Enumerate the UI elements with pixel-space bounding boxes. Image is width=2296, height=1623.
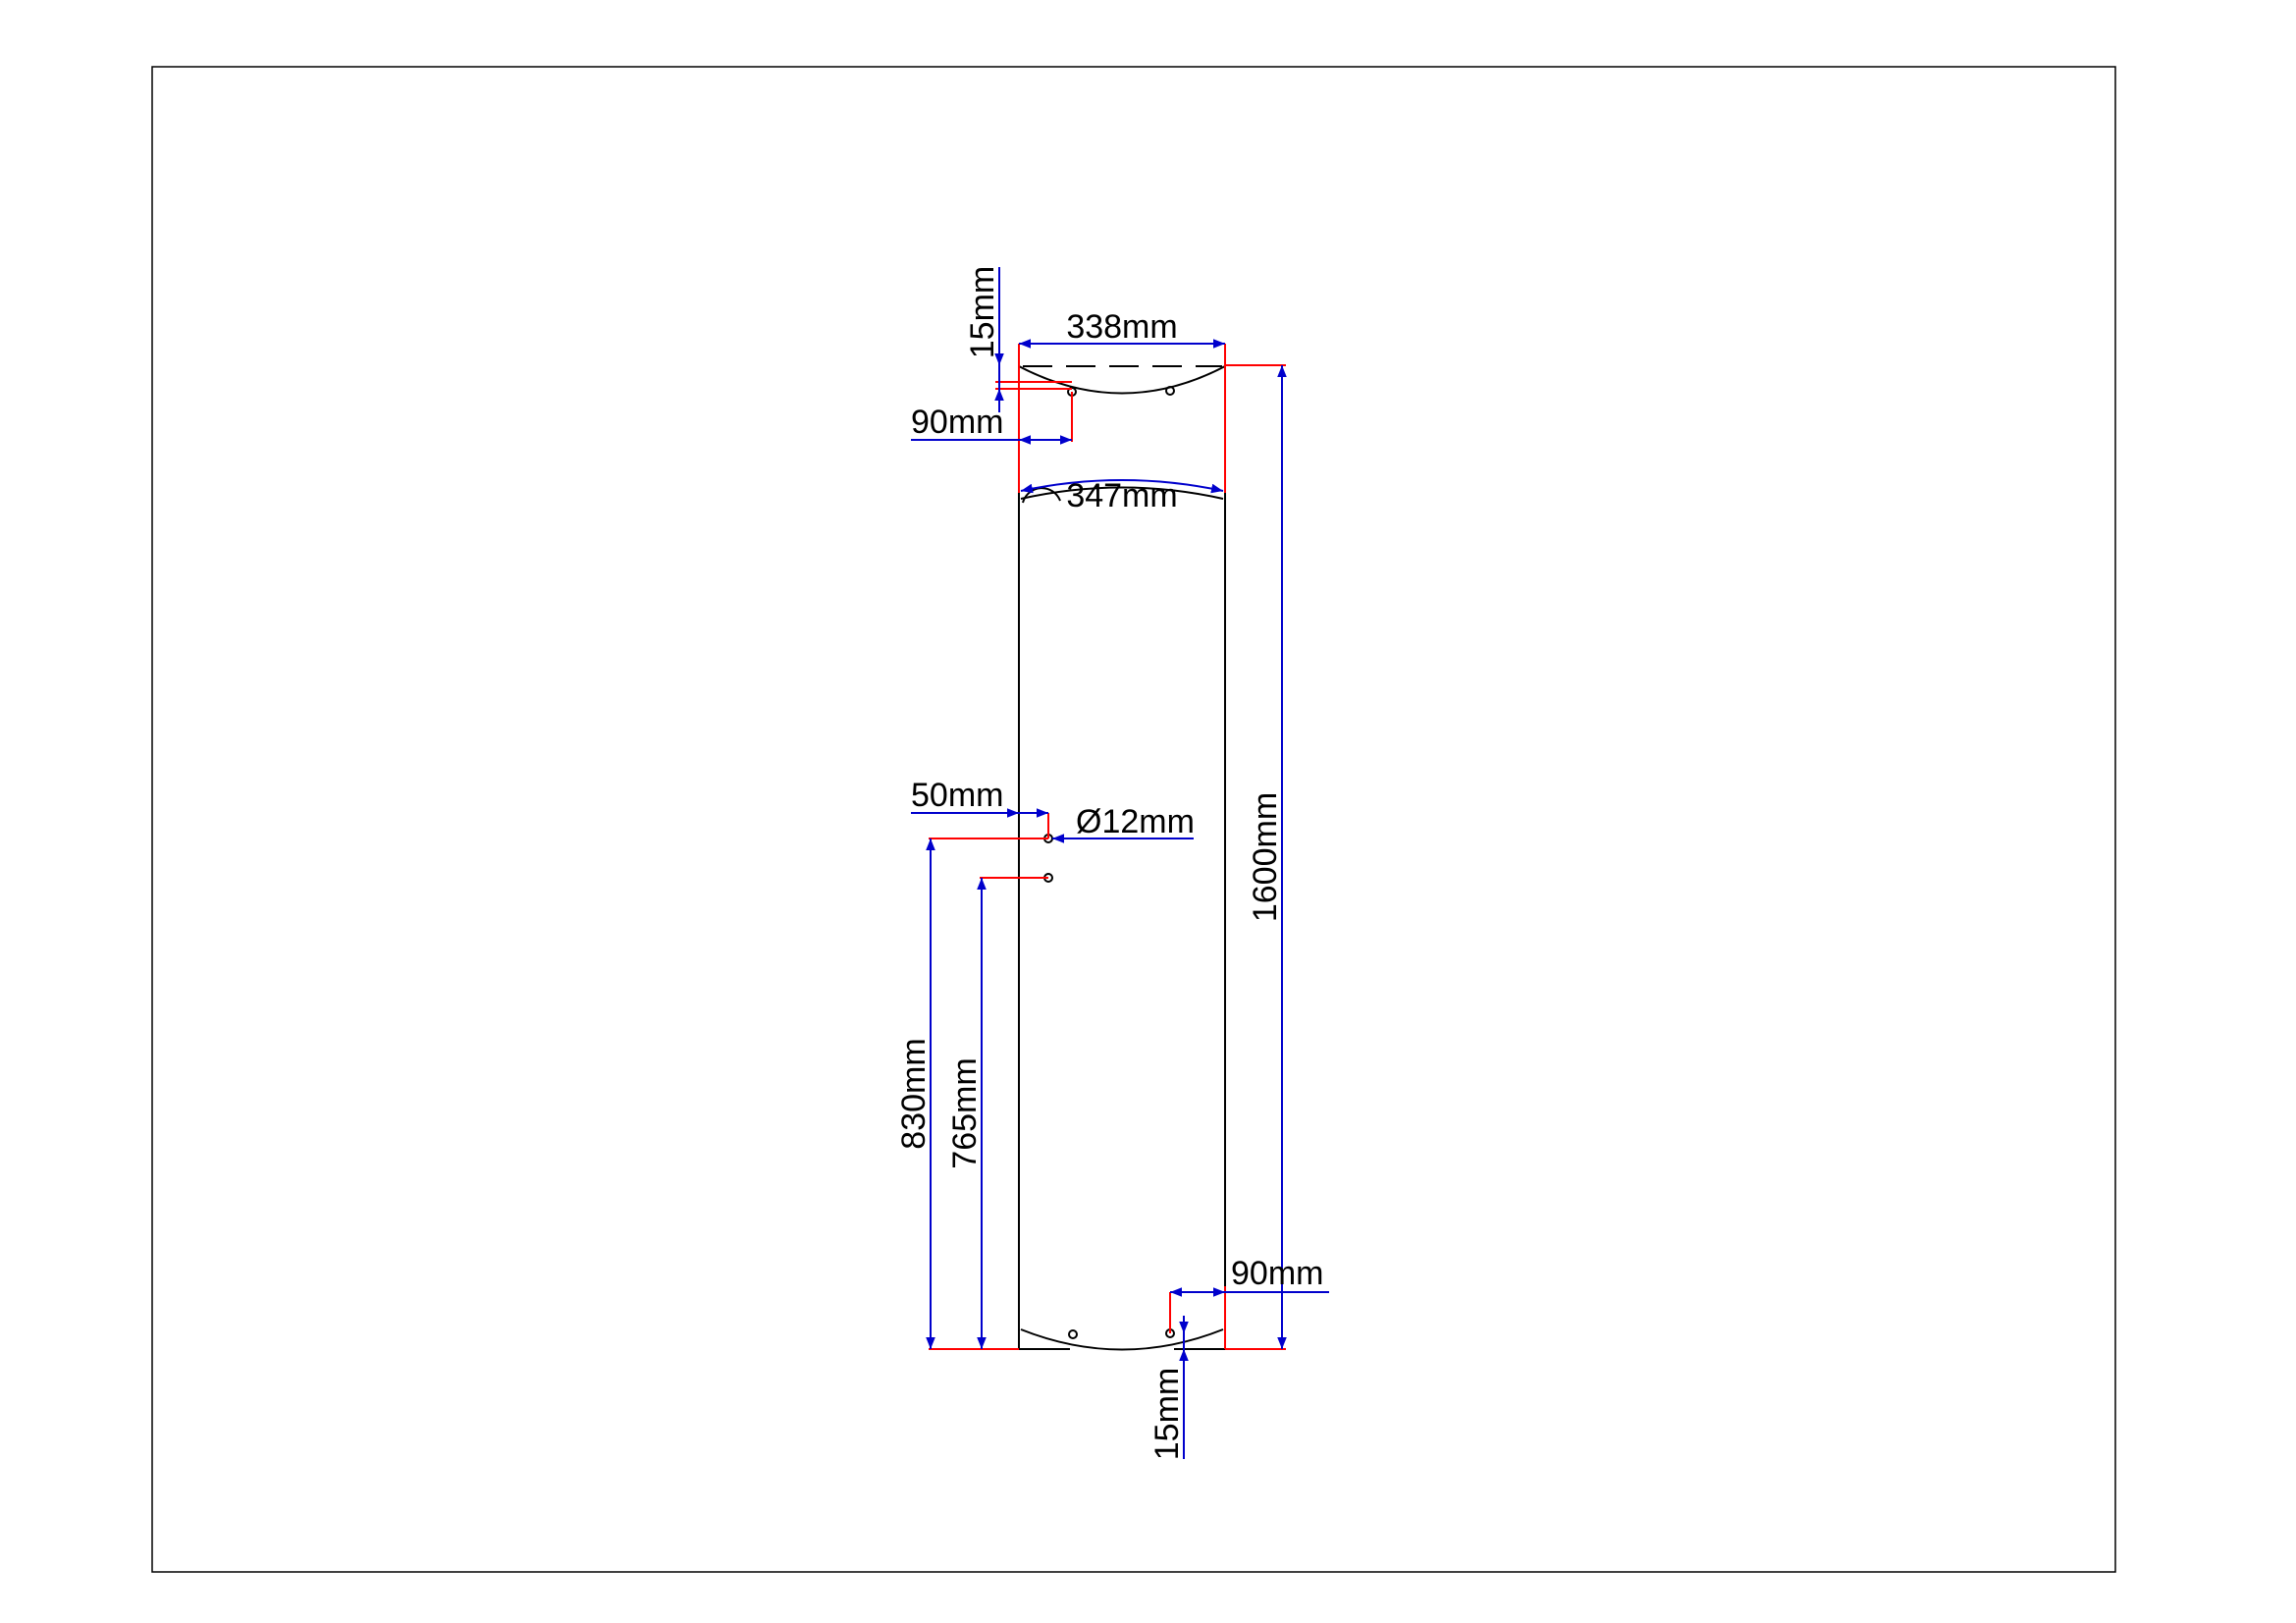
hole-bottom-left bbox=[1068, 1329, 1078, 1339]
label-hole-height-lower: 765mm bbox=[946, 1057, 984, 1168]
dimension-labels: 338mm 347mm 1600mm 15mm 90mm 50mm Ø12mm … bbox=[895, 266, 1323, 1460]
label-arc-length: 347mm bbox=[1066, 477, 1177, 514]
extension-lines bbox=[929, 344, 1286, 1350]
marked-holes bbox=[1043, 387, 1175, 1338]
label-top-horizontal: 90mm bbox=[911, 404, 1003, 441]
bottom-arc bbox=[1020, 1328, 1224, 1351]
top-arc bbox=[1018, 365, 1226, 395]
label-hole-height-upper: 830mm bbox=[895, 1038, 933, 1149]
label-total-height: 1600mm bbox=[1247, 792, 1284, 922]
label-hole-offset: 50mm bbox=[911, 777, 1003, 814]
drawing-frame bbox=[151, 66, 2116, 1573]
label-top-vertical: 15mm bbox=[964, 266, 1001, 358]
label-hole-diameter: Ø12mm bbox=[1076, 803, 1195, 840]
dimension-lines bbox=[911, 267, 1329, 1459]
dim-arc-length bbox=[1020, 479, 1224, 494]
hole-top-right bbox=[1165, 386, 1175, 396]
label-top-width: 338mm bbox=[1066, 308, 1177, 346]
label-bottom-vertical: 15mm bbox=[1148, 1368, 1186, 1460]
label-bottom-horizontal: 90mm bbox=[1231, 1255, 1323, 1292]
